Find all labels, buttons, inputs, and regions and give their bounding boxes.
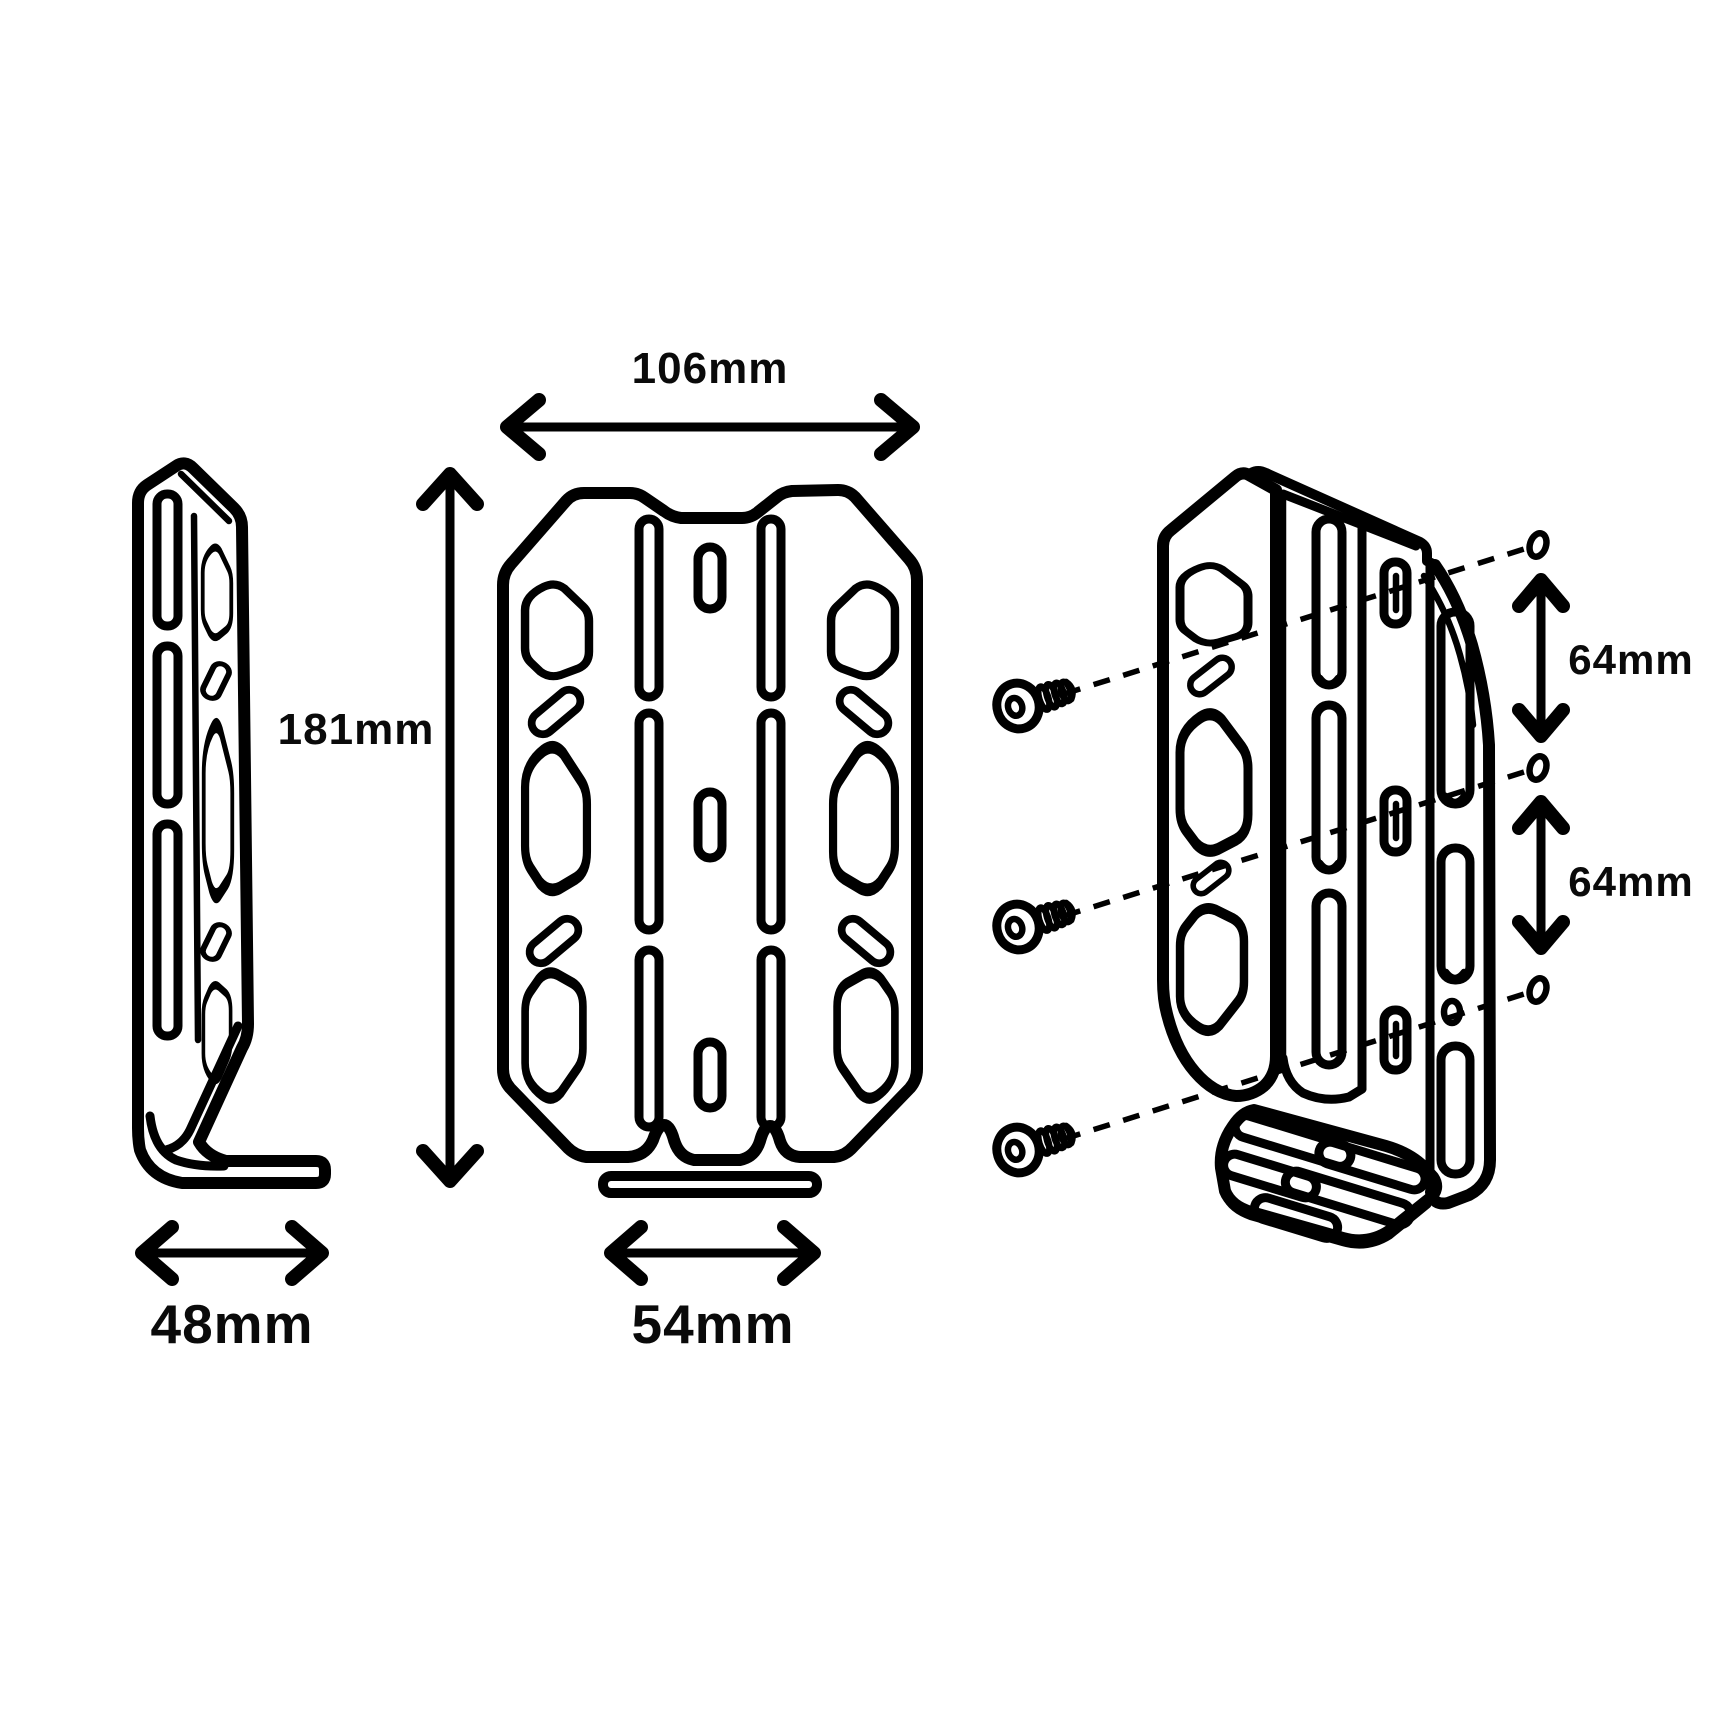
- front-slot: [634, 514, 664, 702]
- front-hex-cutout: [831, 584, 895, 676]
- iso-right-slot: [1436, 1041, 1475, 1179]
- front-view: [497, 484, 923, 1198]
- iso-hex-cutout: [1180, 714, 1248, 851]
- iso-foot-slot: [1230, 1111, 1356, 1171]
- front-slot: [756, 945, 786, 1132]
- side-face-divider: [190, 512, 202, 1044]
- iso-slot: [1311, 514, 1347, 690]
- front-oval-hole: [693, 1037, 727, 1113]
- iso-slot-thickness: [1316, 674, 1342, 688]
- dimension-label-foot-width: 54mm: [632, 1293, 795, 1355]
- dimension-label-hole-spacing-upper: 64mm: [1568, 636, 1693, 683]
- front-hex-cutout: [837, 973, 895, 1098]
- front-foot-bar: [598, 1171, 822, 1198]
- arrowhead-right-icon: [874, 393, 920, 461]
- iso-slot-thickness: [1442, 968, 1468, 982]
- hole-marker: [1526, 975, 1550, 1005]
- side-diagonal-slot: [200, 922, 231, 962]
- front-slot: [634, 708, 664, 935]
- iso-hex-cutout: [1180, 908, 1244, 1030]
- side-hex-cutout: [204, 726, 233, 896]
- screw-icon: [992, 899, 1076, 955]
- iso-slot-thickness: [1442, 792, 1468, 806]
- front-diagonal-slot: [525, 914, 583, 968]
- iso-main-plate-face: [1157, 467, 1282, 1102]
- side-slot: [152, 489, 183, 631]
- iso-small-hole: [1440, 997, 1464, 1027]
- iso-foot-slot: [1249, 1193, 1343, 1243]
- dimension-annotations: [135, 393, 1570, 1286]
- side-top-chamfer-line: [177, 470, 233, 525]
- screw-axis-line: [1063, 546, 1525, 697]
- iso-hex-cutout: [1180, 566, 1248, 643]
- front-oval-hole: [693, 542, 727, 614]
- hole-marker: [1526, 753, 1550, 783]
- iso-slot: [1311, 888, 1347, 1070]
- front-slot: [634, 945, 664, 1132]
- front-plate-outline: [497, 484, 923, 1166]
- front-diagonal-slot: [527, 685, 585, 739]
- side-foot-inner-bend: [145, 1111, 229, 1171]
- front-diagonal-slot: [837, 914, 895, 968]
- front-hex-cutout: [525, 747, 587, 890]
- side-hex-cutout: [203, 547, 232, 637]
- front-diagonal-slot: [835, 685, 893, 739]
- dimension-label-depth: 48mm: [151, 1293, 314, 1355]
- side-view: [132, 457, 331, 1189]
- iso-keyhole-slot: [1379, 1005, 1412, 1075]
- hole-marker: [1526, 530, 1550, 560]
- iso-foot-slot: [1219, 1149, 1321, 1203]
- iso-foot-slot: [1280, 1166, 1416, 1230]
- arrowhead-right-icon: [285, 1220, 329, 1286]
- front-oval-hole: [693, 787, 727, 863]
- front-hex-cutout: [525, 973, 583, 1098]
- arrowhead-left-icon: [135, 1220, 179, 1286]
- arrowhead-down-icon: [416, 1144, 484, 1188]
- dimension-label-hole-spacing-lower: 64mm: [1568, 858, 1693, 905]
- arrowhead-up-icon: [416, 467, 484, 511]
- iso-foot-slot: [1314, 1137, 1430, 1195]
- arrowhead-up-icon: [1512, 795, 1570, 835]
- iso-diagonal-slot: [1187, 654, 1236, 698]
- arrowhead-down-icon: [1512, 915, 1570, 955]
- arrowhead-right-icon: [777, 1220, 821, 1286]
- front-slot: [756, 514, 786, 702]
- arrowhead-left-icon: [604, 1220, 648, 1286]
- front-hex-cutout: [833, 747, 895, 890]
- arrowhead-left-icon: [500, 393, 546, 461]
- side-fold-edge: [161, 1021, 243, 1155]
- iso-top-edge-lower: [1278, 489, 1421, 551]
- side-plate-outline: [132, 457, 331, 1189]
- iso-top-edge-upper: [1246, 466, 1440, 570]
- front-hex-cutout: [525, 584, 589, 676]
- side-diagonal-slot: [200, 661, 231, 701]
- side-slot: [152, 819, 183, 1041]
- side-slot: [152, 641, 183, 809]
- screw-icon: [992, 678, 1076, 734]
- arrowhead-down-icon: [1512, 703, 1570, 743]
- iso-keyhole-slot: [1379, 557, 1412, 629]
- dimension-label-height: 181mm: [278, 705, 435, 754]
- front-slot: [756, 708, 786, 935]
- screw-icon: [992, 1122, 1076, 1178]
- isometric-view: [992, 466, 1550, 1249]
- iso-right-slot: [1436, 843, 1475, 985]
- dimension-label-width: 106mm: [632, 344, 789, 393]
- iso-slot-thickness: [1316, 859, 1342, 873]
- iso-keyhole-slot: [1379, 785, 1412, 857]
- iso-slot: [1311, 700, 1347, 875]
- arrowhead-up-icon: [1512, 573, 1570, 613]
